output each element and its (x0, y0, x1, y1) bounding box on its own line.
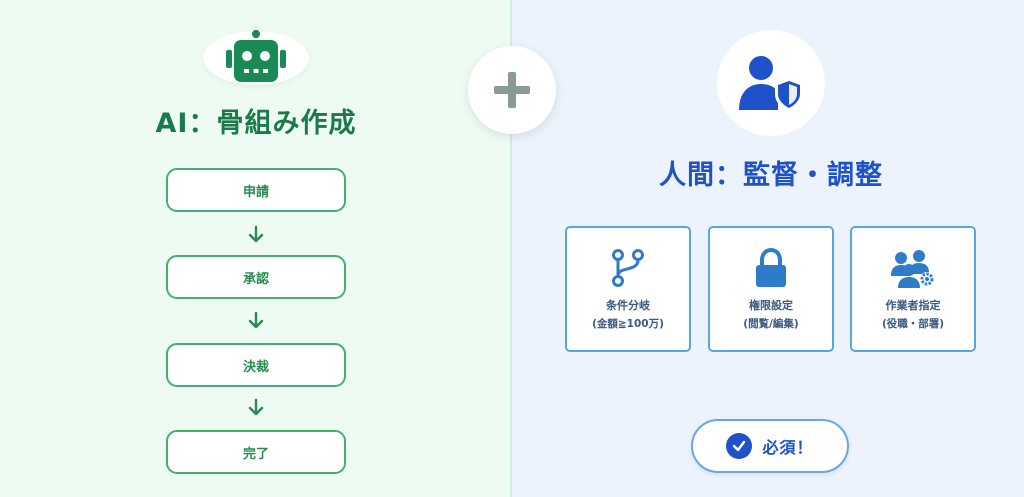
plus-icon (494, 72, 530, 108)
card-detail: (金額≧100万) (592, 318, 664, 330)
flow-step-apply: 申請 (166, 168, 346, 212)
flow-step-approve: 承認 (166, 255, 346, 299)
flow-step-complete: 完了 (166, 430, 346, 474)
arrow-down-icon (248, 311, 264, 329)
plus-badge (468, 46, 556, 134)
robot-badge (203, 30, 309, 85)
card-label: 条件分岐 (606, 299, 650, 312)
arrow-down-icon (248, 398, 264, 416)
card-detail: (閲覧/編集) (743, 318, 799, 330)
user-shield-icon (739, 56, 803, 111)
arrow-down-icon (248, 225, 264, 243)
flow-step-decide: 決裁 (166, 343, 346, 387)
card-label: 権限設定 (749, 299, 793, 312)
ai-panel: AI：骨組み作成 申請 承認 決裁 完了 (0, 0, 512, 497)
robot-icon (226, 30, 286, 82)
human-title: 人間：監督・調整 (659, 160, 883, 191)
card-conditional-branch: 条件分岐 (金額≧100万) (565, 226, 691, 352)
lock-icon (756, 248, 786, 287)
human-badge (717, 30, 825, 136)
branch-icon (612, 249, 644, 287)
card-assign-workers: 作業者指定 (役職・部署) (850, 226, 976, 352)
card-detail: (役職・部署) (881, 318, 945, 330)
users-gear-icon (891, 250, 934, 288)
required-label: 必須！ (762, 438, 814, 457)
card-label: 作業者指定 (885, 299, 941, 312)
card-permission-settings: 権限設定 (閲覧/編集) (708, 226, 834, 352)
required-badge: 必須！ (691, 419, 849, 473)
ai-title: AI：骨組み作成 (155, 108, 357, 139)
check-circle-icon (726, 433, 753, 459)
